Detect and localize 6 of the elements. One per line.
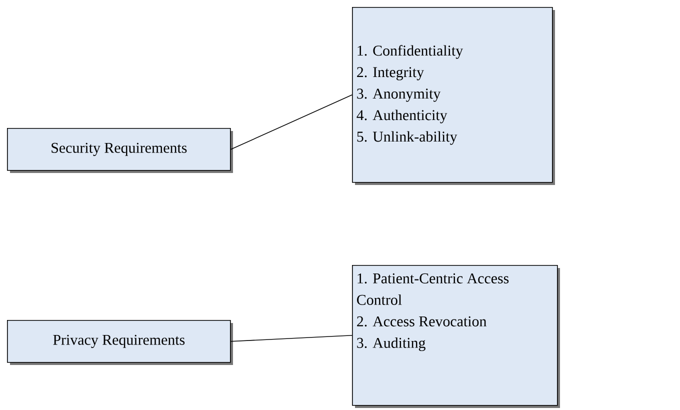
requirement-box: Security Requirements xyxy=(7,128,233,173)
list-box: 1. Confidentiality 2. Integrity 3. Anonymity 4. Authenticity 5. Unlink-ability xyxy=(352,7,555,185)
connector-line xyxy=(230,335,352,342)
list-box: 1. Patient-Centric Access Control 2. Access Revocation 3. Auditing xyxy=(352,265,560,408)
connector-line xyxy=(230,94,352,150)
requirement-box: Privacy Requirements xyxy=(7,320,233,365)
